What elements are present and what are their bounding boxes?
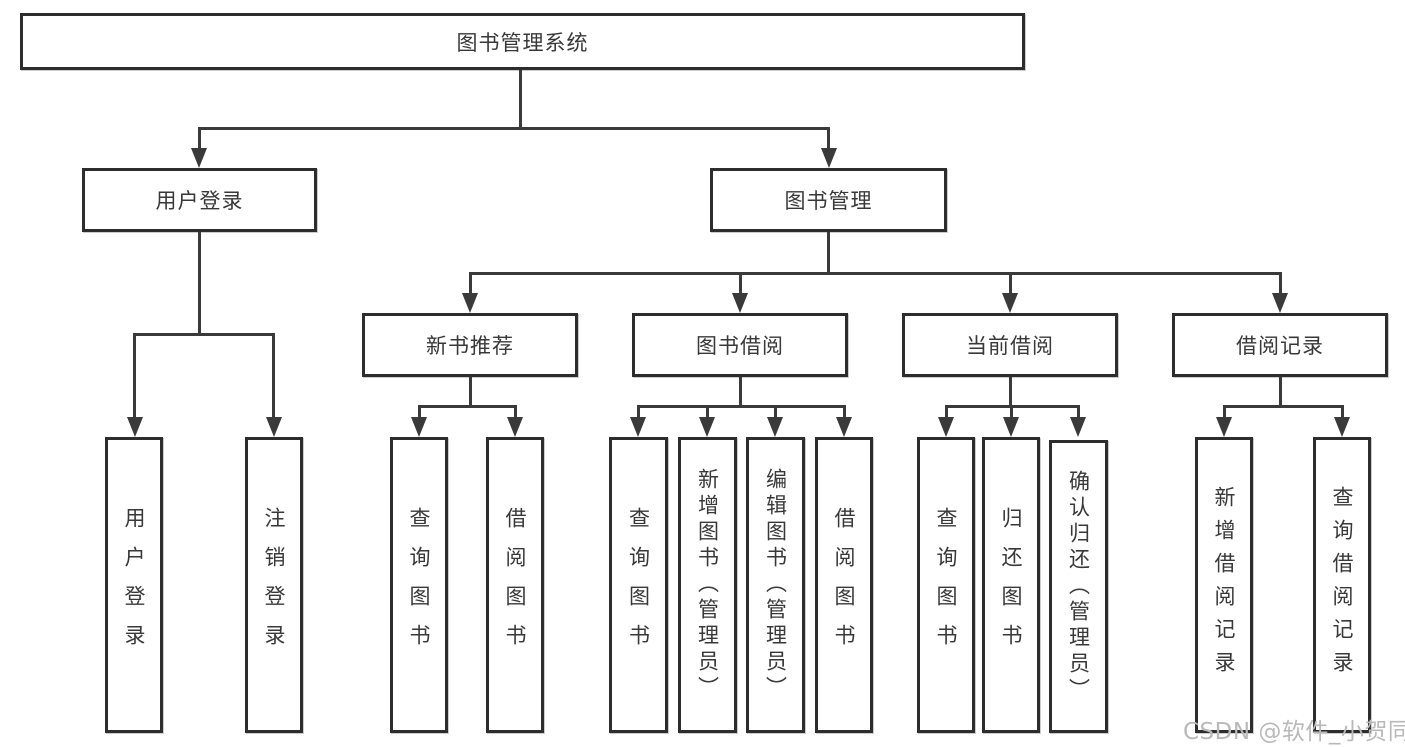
leaf-label: 查询图书 bbox=[626, 507, 651, 663]
arrow-down-icon bbox=[462, 293, 478, 313]
node-library-management-system: 图书管理系统 bbox=[20, 13, 1025, 70]
leaf-label: 新增借阅记录 bbox=[1212, 486, 1237, 684]
connector-line bbox=[1223, 405, 1226, 420]
arrow-down-icon bbox=[821, 148, 837, 168]
connector-line bbox=[469, 272, 1281, 275]
leaf-add-books-admin: 新增图书（管理员） bbox=[678, 437, 737, 733]
arrow-down-icon bbox=[191, 148, 207, 168]
leaf-label: 归还图书 bbox=[999, 507, 1024, 663]
node-book-management: 图书管理 bbox=[710, 168, 947, 232]
connector-line bbox=[637, 405, 846, 408]
node-book-borrowing: 图书借阅 bbox=[632, 313, 848, 377]
node-label: 新书推荐 bbox=[426, 334, 514, 358]
arrow-down-icon bbox=[767, 417, 783, 437]
leaf-query-borrow-record: 查询借阅记录 bbox=[1313, 437, 1371, 733]
leaf-add-borrow-record: 新增借阅记录 bbox=[1195, 437, 1253, 733]
leaf-borrow-books-recommend: 借阅图书 bbox=[486, 437, 544, 733]
arrow-down-icon bbox=[732, 293, 748, 313]
leaf-label: 新增图书（管理员） bbox=[695, 468, 720, 702]
leaf-label: 查询借阅记录 bbox=[1330, 486, 1355, 684]
leaf-query-books-borrow: 查询图书 bbox=[609, 437, 668, 733]
connector-line bbox=[133, 333, 136, 419]
node-user-login: 用户登录 bbox=[82, 168, 317, 232]
node-new-book-recommendation: 新书推荐 bbox=[362, 313, 578, 377]
leaf-borrow-books: 借阅图书 bbox=[815, 437, 873, 733]
connector-line bbox=[827, 127, 830, 151]
arrow-down-icon bbox=[266, 417, 282, 437]
node-label: 图书管理系统 bbox=[456, 30, 589, 55]
connector-line bbox=[739, 272, 742, 295]
arrow-down-icon bbox=[127, 417, 143, 437]
connector-line bbox=[739, 377, 742, 408]
leaf-return-books: 归还图书 bbox=[982, 437, 1040, 733]
connector-line bbox=[1279, 377, 1282, 408]
arrow-down-icon bbox=[1003, 417, 1019, 437]
arrow-down-icon bbox=[507, 417, 523, 437]
node-label: 图书借阅 bbox=[696, 334, 784, 358]
connector-line bbox=[469, 377, 472, 408]
leaf-label: 用户登录 bbox=[122, 507, 147, 663]
connector-line bbox=[843, 405, 846, 420]
watermark: CSDN @软件_小贺同学 bbox=[1183, 719, 1405, 745]
connector-line bbox=[827, 232, 830, 274]
leaf-label: 确认归还（管理员） bbox=[1066, 469, 1091, 704]
leaf-label: 借阅图书 bbox=[832, 507, 857, 663]
leaf-label: 借阅图书 bbox=[503, 507, 528, 663]
leaf-query-books-recommend: 查询图书 bbox=[390, 437, 448, 733]
arrow-down-icon bbox=[836, 417, 852, 437]
connector-line bbox=[469, 272, 472, 295]
connector-line bbox=[1223, 405, 1344, 408]
arrow-down-icon bbox=[1216, 417, 1232, 437]
connector-line bbox=[198, 232, 201, 336]
connector-line bbox=[1009, 377, 1012, 408]
connector-line bbox=[198, 127, 201, 151]
node-label: 图书管理 bbox=[784, 189, 873, 213]
leaf-label: 注销登录 bbox=[262, 507, 287, 663]
connector-line bbox=[198, 127, 830, 130]
node-label: 借阅记录 bbox=[1236, 334, 1324, 358]
arrow-down-icon bbox=[1070, 417, 1086, 437]
connector-line bbox=[706, 405, 709, 420]
node-borrowing-records: 借阅记录 bbox=[1172, 313, 1388, 377]
arrow-down-icon bbox=[411, 417, 427, 437]
connector-line bbox=[272, 333, 275, 419]
node-current-borrowing: 当前借阅 bbox=[902, 313, 1118, 377]
leaf-edit-books-admin: 编辑图书（管理员） bbox=[746, 437, 805, 733]
connector-line bbox=[514, 405, 517, 420]
arrow-down-icon bbox=[699, 417, 715, 437]
connector-line bbox=[133, 333, 275, 336]
connector-line bbox=[1010, 405, 1013, 420]
leaf-label: 查询图书 bbox=[934, 507, 959, 663]
connector-line bbox=[1341, 405, 1344, 420]
connector-line bbox=[774, 405, 777, 420]
arrow-down-icon bbox=[1334, 417, 1350, 437]
node-label: 用户登录 bbox=[155, 189, 244, 213]
leaf-user-login: 用户登录 bbox=[105, 437, 163, 733]
connector-line bbox=[945, 405, 948, 420]
connector-line bbox=[519, 70, 522, 127]
connector-line bbox=[418, 405, 517, 408]
leaf-confirm-return-admin: 确认归还（管理员） bbox=[1049, 440, 1108, 733]
leaf-query-books-current: 查询图书 bbox=[917, 437, 975, 733]
connector-line bbox=[1009, 272, 1012, 295]
connector-line bbox=[1279, 272, 1282, 295]
connector-line bbox=[1077, 405, 1080, 420]
leaf-logout: 注销登录 bbox=[245, 437, 303, 733]
node-label: 当前借阅 bbox=[966, 334, 1054, 358]
connector-line bbox=[637, 405, 640, 420]
connector-line bbox=[418, 405, 421, 420]
leaf-label: 查询图书 bbox=[407, 507, 432, 663]
arrow-down-icon bbox=[630, 417, 646, 437]
arrow-down-icon bbox=[938, 417, 954, 437]
leaf-label: 编辑图书（管理员） bbox=[763, 468, 788, 702]
arrow-down-icon bbox=[1002, 293, 1018, 313]
arrow-down-icon bbox=[1272, 293, 1288, 313]
